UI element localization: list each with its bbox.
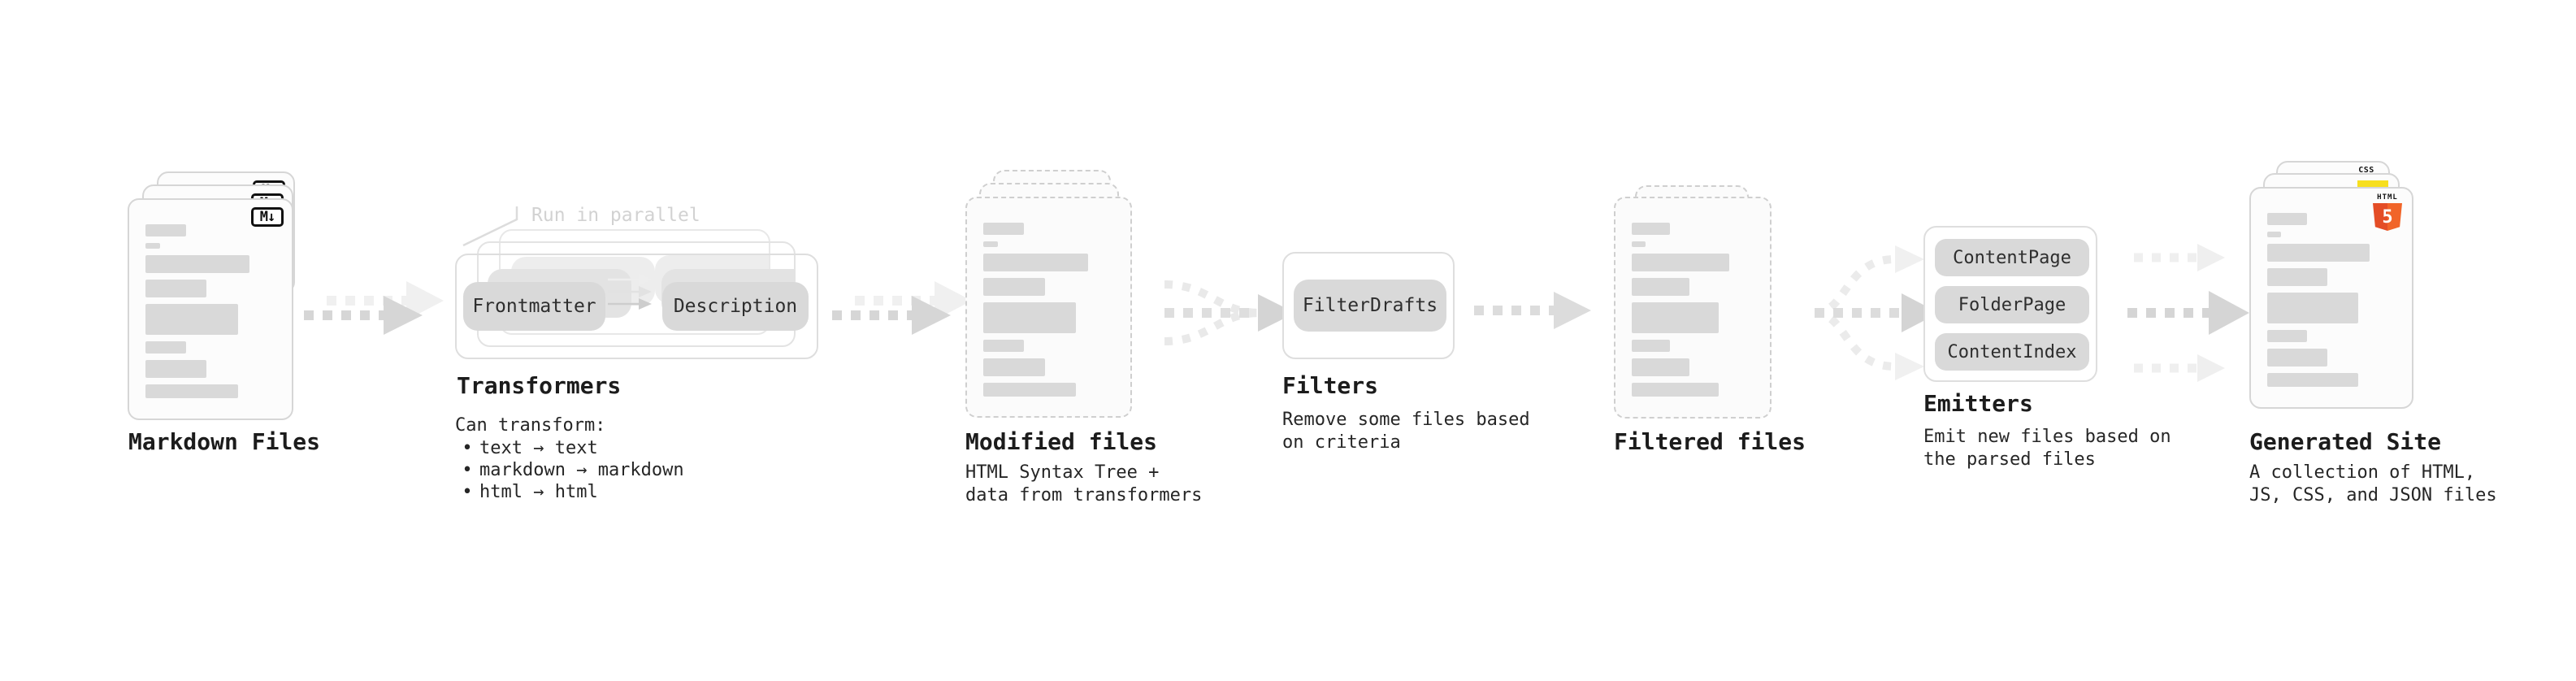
placeholder-bar (983, 254, 1088, 271)
placeholder-bar (145, 360, 207, 378)
filters-subtitle: Remove some files based on criteria (1282, 410, 1530, 453)
placeholder-bar (2267, 349, 2328, 367)
placeholder-bar (983, 241, 998, 247)
bullet-text: html → html (479, 482, 598, 502)
placeholder-bar (1632, 278, 1689, 296)
placeholder-bar (983, 278, 1045, 296)
placeholder-bar (2267, 232, 2282, 237)
placeholder-bar (145, 384, 238, 398)
frontmatter-chip: Frontmatter (463, 282, 605, 331)
description-chip: Description (662, 282, 809, 331)
generated-file-card-html: HTML 5 (2249, 187, 2413, 409)
split-arrow-icon (1814, 245, 1939, 380)
placeholder-bar (2267, 373, 2359, 387)
placeholder-bar (145, 304, 238, 335)
bullet-text: text → text (479, 438, 598, 458)
run-in-parallel-annotation: Run in parallel (531, 205, 700, 226)
file-content-placeholder (1632, 223, 1754, 403)
modified-files-subtitle: HTML Syntax Tree + data from transformer… (965, 462, 1203, 505)
placeholder-bar (1632, 302, 1719, 333)
transformers-bullet-list: • text → text • markdown → markdown • ht… (455, 437, 684, 503)
filterdrafts-chip: FilterDrafts (1294, 280, 1446, 332)
css-icon-label: CSS (2358, 166, 2374, 175)
placeholder-bar (145, 255, 249, 273)
placeholder-bar (2267, 268, 2328, 286)
placeholder-bar (1632, 340, 1670, 352)
generated-site-subtitle: A collection of HTML, JS, CSS, and JSON … (2249, 462, 2497, 505)
bullet-icon: • (462, 438, 473, 458)
transformers-subtitle: Can transform: (455, 415, 606, 436)
placeholder-bar (145, 341, 186, 354)
annotation-leader-icon (462, 206, 518, 247)
placeholder-bar (2267, 330, 2307, 342)
folderpage-chip: FolderPage (1935, 286, 2089, 323)
placeholder-bar (983, 383, 1077, 397)
placeholder-bar (1632, 383, 1719, 397)
placeholder-bar (2267, 213, 2307, 225)
placeholder-bar (1632, 358, 1689, 376)
list-item: • text → text (455, 437, 684, 459)
generated-site-title: Generated Site (2249, 428, 2442, 455)
html5-icon-shield: 5 (2373, 203, 2402, 231)
placeholder-bar (983, 223, 1024, 235)
contentindex-chip: ContentIndex (1935, 333, 2089, 371)
contentpage-chip: ContentPage (1935, 239, 2089, 276)
transformer-frame-front: Frontmatter Description (455, 254, 818, 359)
filters-title: Filters (1282, 372, 1379, 399)
transformers-title: Transformers (457, 372, 622, 399)
file-content-placeholder (983, 223, 1114, 403)
flow-arrow-icon (1474, 292, 1591, 329)
filtered-file-card-front (1614, 197, 1772, 419)
parallel-arrows-icon (2127, 244, 2249, 382)
file-content-placeholder (145, 224, 275, 405)
placeholder-bar (983, 340, 1024, 352)
placeholder-bar (2267, 244, 2370, 262)
merge-arrow-icon (1164, 280, 1295, 345)
emitters-subtitle: Emit new files based on the parsed files (1923, 427, 2171, 470)
placeholder-bar (1632, 254, 1729, 271)
markdown-files-title: Markdown Files (128, 428, 321, 455)
bullet-icon: • (462, 482, 473, 502)
placeholder-bar (145, 224, 186, 236)
bullet-text: markdown → markdown (479, 460, 684, 480)
placeholder-bar (983, 302, 1077, 333)
html5-icon-label: HTML (2377, 193, 2398, 202)
filtered-files-title: Filtered files (1614, 428, 1806, 455)
placeholder-bar (1632, 241, 1646, 247)
flow-arrow-icon (304, 281, 444, 335)
markdown-file-card-front: M↓ (128, 198, 293, 420)
modified-file-card-front (965, 197, 1132, 418)
file-content-placeholder (2267, 213, 2396, 393)
placeholder-bar (983, 358, 1045, 376)
placeholder-bar (1632, 223, 1670, 235)
chip-arrows-icon (608, 274, 652, 310)
placeholder-bar (2267, 293, 2359, 323)
html5-icon: HTML 5 (2371, 193, 2404, 231)
list-item: • html → html (455, 481, 684, 503)
placeholder-bar (145, 243, 160, 249)
emitters-title: Emitters (1923, 390, 2033, 417)
html5-icon-number: 5 (2382, 206, 2393, 228)
flow-arrow-icon (832, 281, 972, 335)
emitters-box: ContentPage FolderPage ContentIndex (1923, 226, 2097, 382)
list-item: • markdown → markdown (455, 459, 684, 481)
bullet-icon: • (462, 460, 473, 480)
placeholder-bar (145, 280, 207, 297)
filters-box: FilterDrafts (1282, 252, 1455, 359)
markdown-icon: M↓ (251, 207, 284, 227)
modified-files-title: Modified files (965, 428, 1158, 455)
